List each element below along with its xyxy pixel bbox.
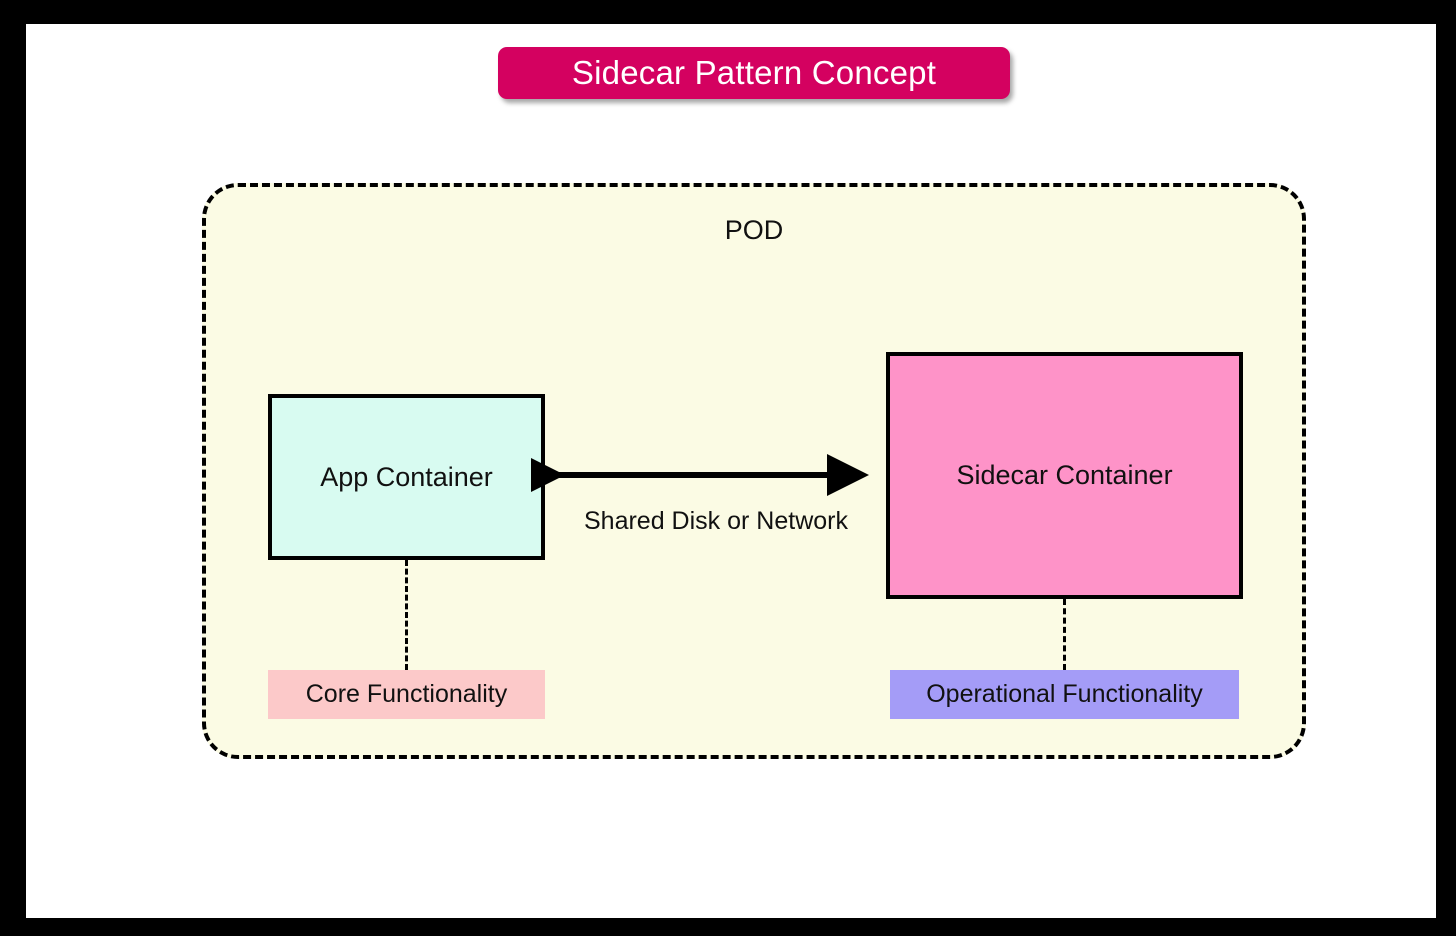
page-title: Sidecar Pattern Concept	[571, 54, 937, 91]
operational-functionality-label: Operational Functionality	[926, 680, 1203, 708]
operational-functionality-tag: Operational Functionality	[890, 670, 1239, 719]
pod-label: POD	[724, 215, 784, 245]
sidecar-container-box: Sidecar Container	[886, 352, 1243, 599]
app-container-label: App Container	[320, 461, 493, 492]
core-functionality-label: Core Functionality	[305, 680, 508, 708]
diagram-canvas: Sidecar Pattern Concept POD App Containe…	[26, 24, 1436, 918]
sidecar-container-label: Sidecar Container	[956, 460, 1173, 490]
shared-connection-arrow	[531, 454, 869, 496]
core-functionality-tag: Core Functionality	[268, 670, 545, 719]
sidecar-connector-line	[1063, 599, 1066, 670]
title-banner: Sidecar Pattern Concept	[498, 47, 1010, 99]
app-container-box: App Container	[268, 394, 545, 560]
shared-connection-label: Shared Disk or Network	[584, 507, 848, 535]
app-connector-line	[405, 560, 408, 670]
